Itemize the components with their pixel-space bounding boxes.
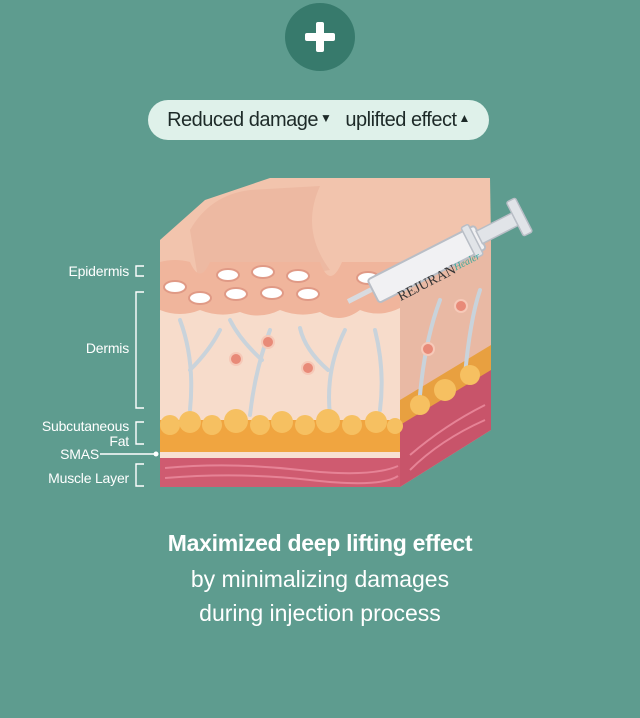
muscle-fibers [164,404,486,485]
label-subcutaneous: Subcutaneous [41,418,129,434]
pill-text-uplifted-effect: uplifted effect [345,108,457,131]
up-arrow-icon: ▲ [458,111,471,125]
skin-cross-section-illustration: REJURAN Healer [100,178,533,487]
pill-text-reduced-damage: Reduced damage [167,108,318,131]
fat-cells [160,365,480,435]
plus-icon [285,3,355,71]
syringe-icon [346,197,533,304]
label-smas: SMAS [60,446,99,462]
label-epidermis: Epidermis [68,263,130,279]
label-dermis: Dermis [85,340,129,356]
muscle-side [400,365,491,487]
label-fat: Fat [109,433,129,449]
layer-brackets [100,265,156,487]
dermis-cells [229,299,468,375]
caption-line-2: by minimalizing damages [190,566,450,592]
smas-band [160,452,400,458]
caption-headline: Maximized deep lifting effect [167,530,473,556]
label-muscle-layer: Muscle Layer [48,470,129,486]
down-arrow-icon: ▼ [320,111,332,125]
effect-pill: Reduced damage ▼ uplifted effect ▲ [148,100,489,140]
smas-marker [153,451,159,457]
caption-line-3: during injection process [199,600,441,626]
